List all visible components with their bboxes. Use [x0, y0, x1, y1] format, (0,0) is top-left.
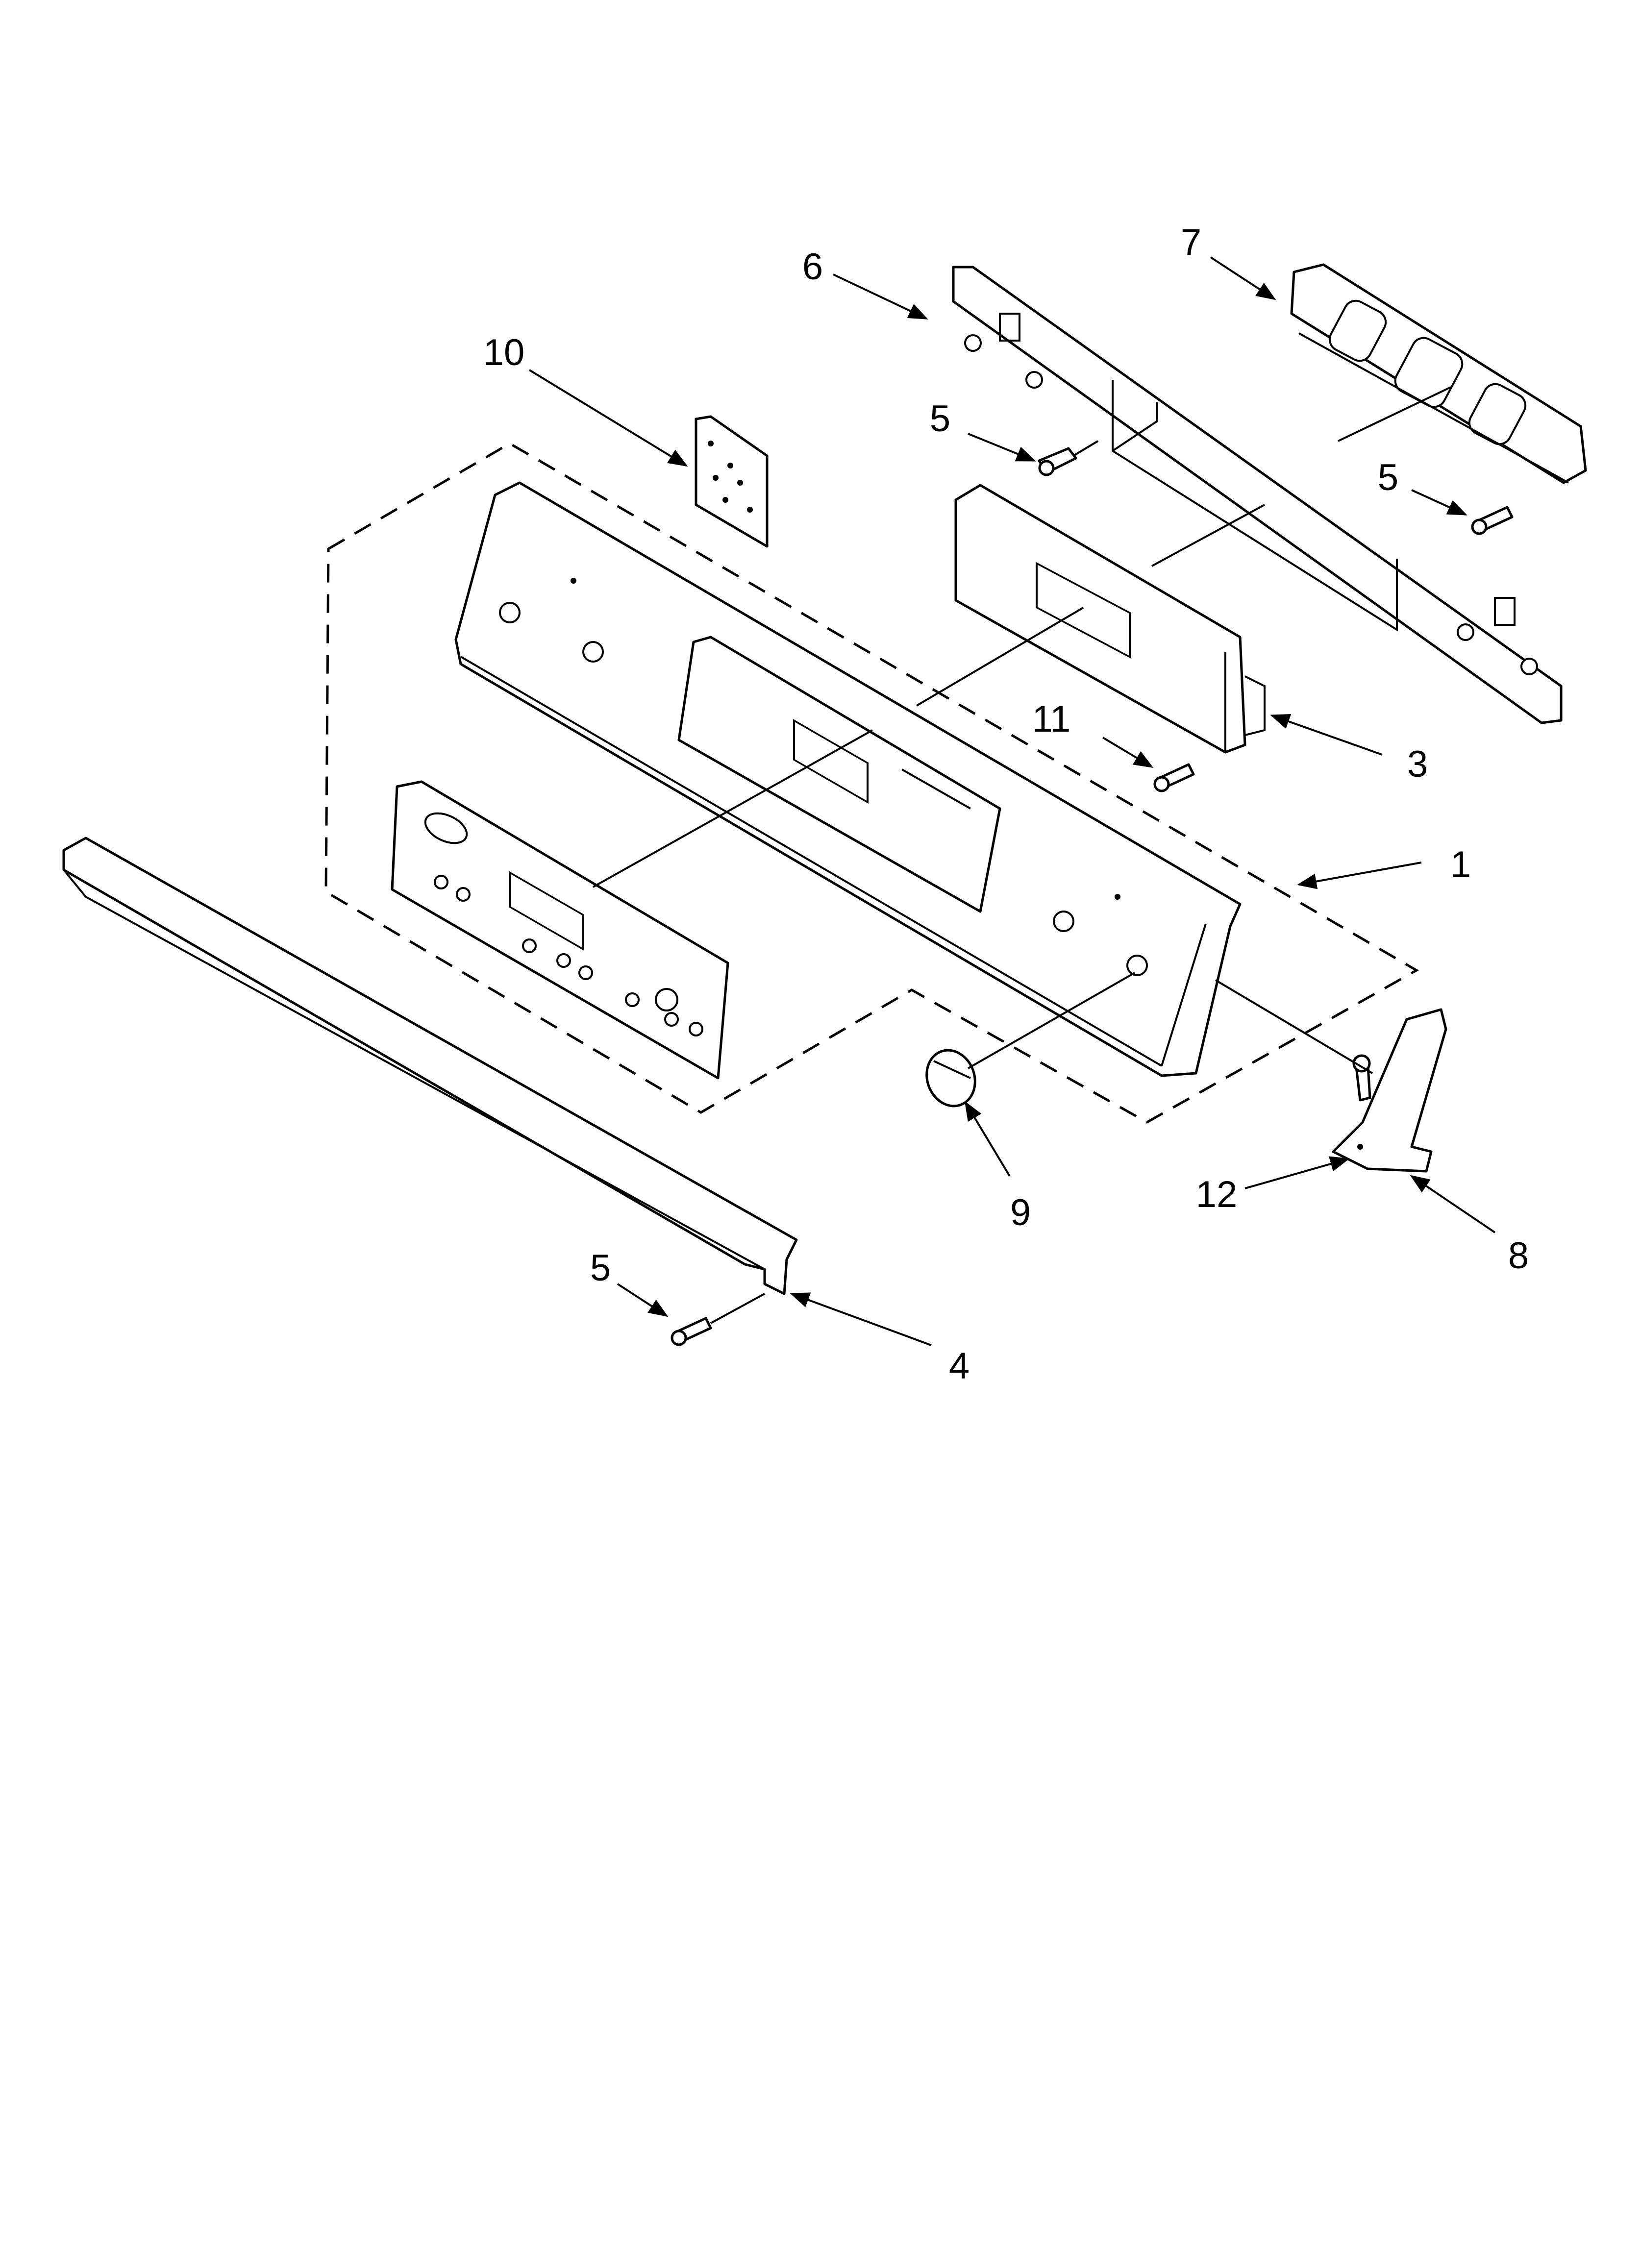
control-panel-part-1 [454, 481, 1242, 1077]
end-cap-part-8 [1332, 1008, 1447, 1173]
callout-8: 8 [1508, 1235, 1529, 1277]
callout-5-bottom: 5 [590, 1247, 611, 1289]
callout-1: 1 [1450, 844, 1471, 886]
assembly-lines [593, 440, 1373, 1324]
bracket-part-7 [1290, 263, 1587, 484]
screw-11 [1153, 763, 1195, 792]
callout-6: 6 [802, 246, 823, 288]
screw-12 [1352, 1054, 1371, 1102]
callout-11: 11 [1032, 698, 1071, 740]
callout-5-top-left: 5 [929, 398, 951, 440]
callout-10: 10 [483, 332, 525, 373]
screw-5-bottom [671, 1317, 712, 1346]
trim-part-4 [62, 837, 798, 1295]
control-housing-part-3 [954, 484, 1266, 754]
rear-panel-part-6 [952, 266, 1563, 724]
callout-7: 7 [1180, 222, 1202, 263]
screw-5-top-left [1038, 447, 1077, 476]
callout-12: 12 [1195, 1174, 1238, 1215]
control-board-part-10 [695, 415, 769, 548]
callout-leaders [528, 256, 1496, 1346]
screw-5-top-right [1471, 506, 1514, 535]
callout-4: 4 [948, 1345, 970, 1387]
callout-9: 9 [1010, 1192, 1031, 1233]
knob-part-9 [925, 1049, 976, 1108]
assembly-dashed-outline [324, 442, 1419, 1124]
callout-3: 3 [1407, 743, 1428, 785]
keypad-overlay [391, 780, 729, 1080]
callout-5-top-right: 5 [1377, 457, 1399, 498]
